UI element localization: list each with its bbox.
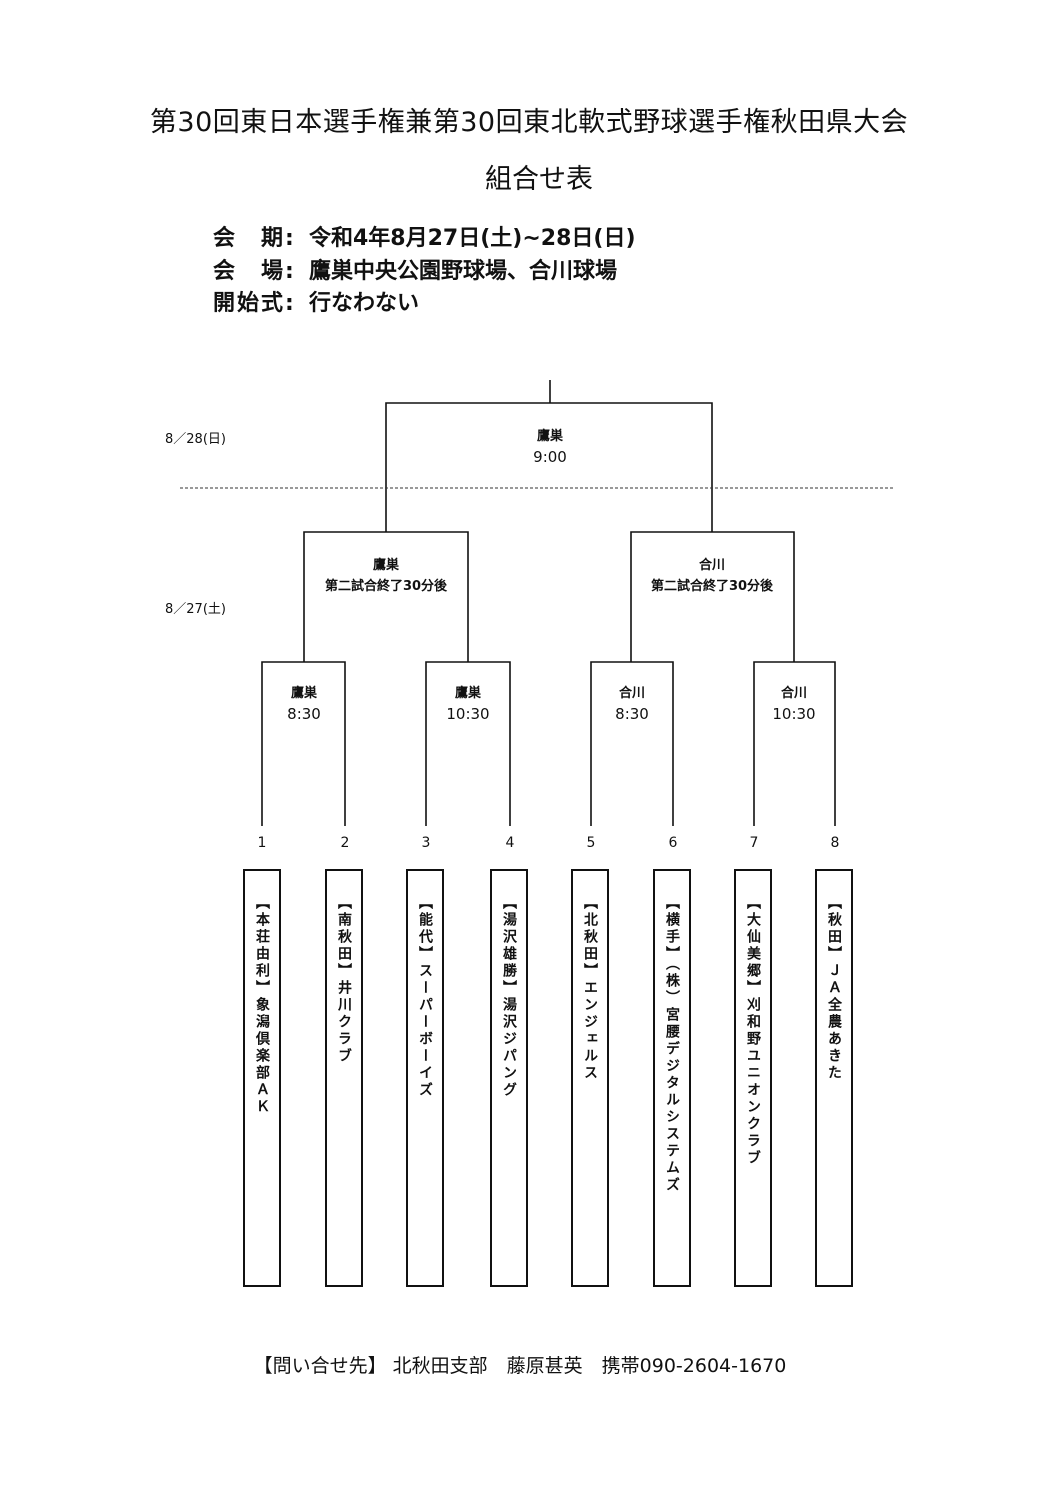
bracket-line [590, 661, 674, 826]
semifinal-match: 鷹巣 第二試合終了30分後 [286, 555, 486, 597]
info-venue: 会 場: 鷹巣中央公園野球場、合川球場 [213, 253, 617, 285]
match-time: 8:30 [287, 705, 321, 723]
bracket-line [753, 661, 836, 826]
match-venue: 合川 [698, 558, 725, 573]
info-value: 鷹巣中央公園野球場、合川球場 [309, 259, 618, 284]
bracket-line [425, 661, 511, 826]
seed-number: 4 [505, 835, 515, 851]
match-time: 第二試合終了30分後 [650, 579, 774, 594]
first-round-match: 鷹巣 8:30 [204, 683, 404, 725]
bracket-line [261, 661, 346, 826]
match-venue: 合川 [618, 686, 645, 701]
page-subtitle: 組合せ表 [485, 164, 593, 195]
seed-number: 7 [749, 835, 759, 851]
match-venue: 合川 [780, 686, 807, 701]
seed-number: 5 [586, 835, 596, 851]
final-match: 鷹巣 9:00 [450, 426, 650, 468]
semifinal-match: 合川 第二試合終了30分後 [612, 555, 812, 597]
match-time: 10:30 [446, 705, 490, 723]
match-venue: 鷹巣 [290, 686, 317, 701]
seed-number: 1 [257, 835, 267, 851]
date-label-day1: 8／27(土) [165, 602, 226, 617]
match-venue: 鷹巣 [536, 429, 563, 444]
info-value: 行なわない [309, 291, 420, 316]
match-venue: 鷹巣 [454, 686, 481, 701]
seed-number: 8 [830, 835, 840, 851]
team-name: 【北秋田】エンジェルス [582, 895, 598, 1082]
info-period: 会 期: 令和4年8月27日(土)~28日(日) [213, 220, 636, 252]
page-title: 第30回東日本選手権兼第30回東北軟式野球選手権秋田県大会 [149, 107, 909, 138]
team-box: 【秋田】ＪＡ全農あきた [815, 869, 853, 1287]
team-box: 【大仙美郷】刈和野ユニオンクラブ [734, 869, 772, 1287]
match-time: 10:30 [772, 705, 816, 723]
first-round-match: 合川 8:30 [532, 683, 732, 725]
team-name: 【秋田】ＪＡ全農あきた [826, 895, 842, 1082]
seed-number: 2 [340, 835, 350, 851]
match-venue: 鷹巣 [372, 558, 399, 573]
team-name: 【湯沢雄勝】湯沢ジパング [501, 895, 517, 1099]
team-box: 【横手】（株）宮腰デジタルシステムズ [653, 869, 691, 1287]
bracket-line [303, 531, 469, 662]
first-round-match: 鷹巣 10:30 [368, 683, 568, 725]
team-name: 【大仙美郷】刈和野ユニオンクラブ [745, 895, 761, 1167]
team-box: 【北秋田】エンジェルス [571, 869, 609, 1287]
match-time: 第二試合終了30分後 [324, 579, 448, 594]
seed-number: 3 [421, 835, 431, 851]
team-box: 【湯沢雄勝】湯沢ジパング [490, 869, 528, 1287]
team-box: 【本荘由利】象潟倶楽部ＡＫ [243, 869, 281, 1287]
info-label: 会 期: [213, 226, 296, 251]
info-label: 会 場: [213, 259, 296, 284]
first-round-match: 合川 10:30 [694, 683, 894, 725]
team-box: 【南秋田】井川クラブ [325, 869, 363, 1287]
bracket-line [630, 531, 795, 662]
info-ceremony: 開始式: 行なわない [213, 285, 419, 317]
info-value: 令和4年8月27日(土)~28日(日) [309, 226, 636, 251]
info-label: 開始式: [213, 291, 296, 316]
team-name: 【能代】スーパーボーイズ [417, 895, 433, 1099]
match-time: 8:30 [615, 705, 649, 723]
seed-number: 6 [668, 835, 678, 851]
bracket-line [385, 402, 713, 532]
date-label-day2: 8／28(日) [165, 432, 226, 447]
contact-footer: 【問い合せ先】 北秋田支部 藤原甚英 携帯090-2604-1670 [253, 1355, 787, 1377]
match-time: 9:00 [533, 448, 567, 466]
team-box: 【能代】スーパーボーイズ [406, 869, 444, 1287]
team-name: 【本荘由利】象潟倶楽部ＡＫ [254, 895, 270, 1116]
team-name: 【横手】（株）宮腰デジタルシステムズ [664, 895, 680, 1194]
team-name: 【南秋田】井川クラブ [336, 895, 352, 1065]
